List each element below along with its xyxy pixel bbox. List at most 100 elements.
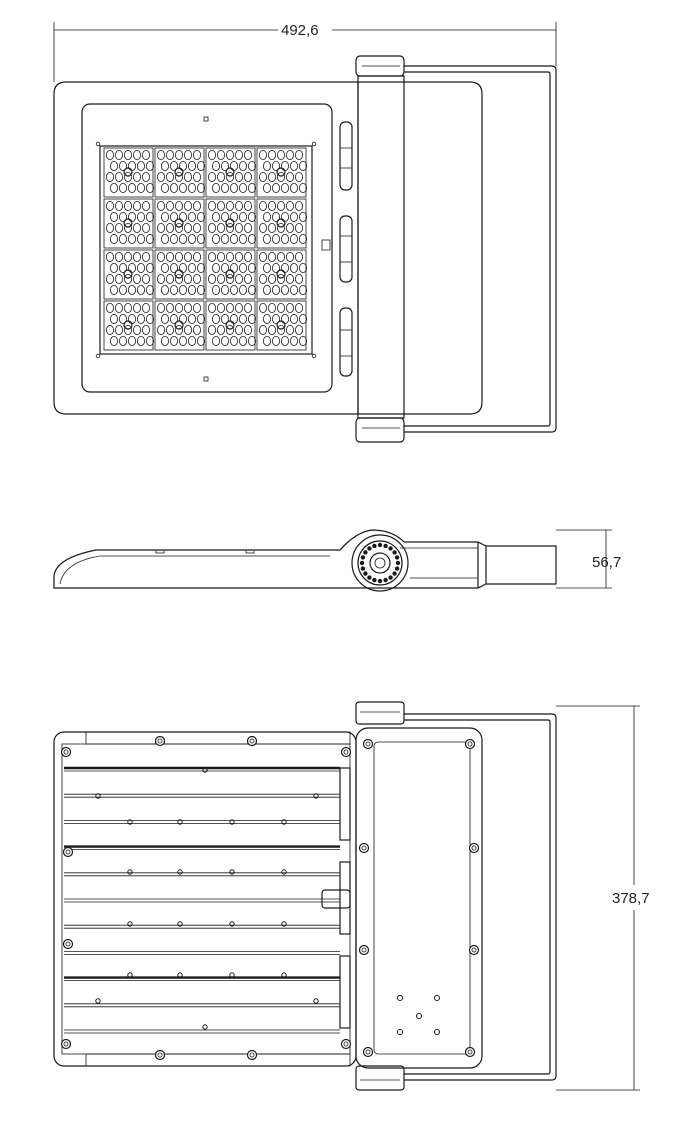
- knuckle-tooth: [360, 566, 366, 571]
- led-lens: [294, 273, 303, 284]
- fin-dot: [95, 998, 101, 1004]
- led-lens: [136, 160, 145, 171]
- led-lens: [243, 251, 252, 262]
- led-lens: [276, 324, 285, 335]
- led-lens: [243, 222, 252, 233]
- fin-dot: [127, 921, 133, 927]
- led-lens: [174, 273, 183, 284]
- led-lens: [280, 182, 289, 193]
- led-lens: [211, 233, 220, 244]
- led-lens: [106, 171, 115, 182]
- led-lens: [285, 273, 294, 284]
- led-lens: [110, 233, 119, 244]
- led-lens: [220, 233, 229, 244]
- led-lens: [165, 149, 174, 160]
- led-lens: [234, 149, 243, 160]
- module-screw: [225, 269, 235, 279]
- led-lens: [165, 171, 174, 182]
- led-lens: [289, 233, 298, 244]
- led-lens: [119, 160, 128, 171]
- led-lens: [280, 335, 289, 346]
- led-lens: [289, 284, 298, 295]
- led-lens: [243, 149, 252, 160]
- led-lens: [267, 149, 276, 160]
- knuckle-tooth: [363, 550, 368, 555]
- led-lens: [160, 211, 169, 222]
- led-lens: [216, 302, 225, 313]
- led-lens: [225, 251, 234, 262]
- module-screw: [225, 218, 235, 228]
- led-lens: [178, 262, 187, 273]
- module-screw: [276, 218, 286, 228]
- led-lens: [183, 149, 192, 160]
- led-lens: [119, 313, 128, 324]
- led-lens: [294, 171, 303, 182]
- led-lens: [160, 262, 169, 273]
- led-lens: [258, 149, 267, 160]
- led-lens: [267, 251, 276, 262]
- led-lens: [211, 262, 220, 273]
- led-lens: [211, 284, 220, 295]
- led-lens: [298, 284, 307, 295]
- led-lens: [229, 160, 238, 171]
- knuckle-tooth: [377, 578, 383, 584]
- led-lens: [294, 149, 303, 160]
- led-lens: [234, 324, 243, 335]
- led-module: [154, 198, 205, 249]
- led-lens: [207, 200, 216, 211]
- screw: [60, 746, 72, 758]
- led-lens: [106, 149, 115, 160]
- led-lens: [207, 324, 216, 335]
- led-lens: [156, 302, 165, 313]
- led-lens: [115, 273, 124, 284]
- led-lens: [136, 233, 145, 244]
- led-lens: [262, 211, 271, 222]
- fin-dot: [127, 819, 133, 825]
- led-lens: [258, 324, 267, 335]
- led-lens: [196, 262, 205, 273]
- led-lens: [267, 324, 276, 335]
- led-lens: [145, 233, 154, 244]
- screw: [468, 842, 480, 854]
- screw: [340, 1038, 352, 1050]
- led-lens: [106, 200, 115, 211]
- led-lens: [289, 160, 298, 171]
- led-lens: [124, 302, 133, 313]
- knuckle-tooth: [367, 575, 372, 580]
- knuckle-tooth: [372, 543, 377, 549]
- led-lens: [258, 273, 267, 284]
- led-lens: [174, 251, 183, 262]
- led-lens: [229, 211, 238, 222]
- fin-dot: [281, 921, 287, 927]
- led-lens: [220, 160, 229, 171]
- led-lens: [247, 160, 256, 171]
- length-dimension-label: 378,7: [612, 890, 650, 907]
- led-lens: [106, 251, 115, 262]
- led-lens: [285, 149, 294, 160]
- led-lens: [110, 262, 119, 273]
- led-lens: [234, 222, 243, 233]
- knuckle-tooth: [388, 575, 393, 580]
- led-lens: [234, 273, 243, 284]
- fin-dot: [229, 819, 235, 825]
- led-lens: [132, 222, 141, 233]
- led-module: [256, 300, 307, 351]
- knuckle-tooth: [360, 555, 366, 560]
- led-lens: [106, 273, 115, 284]
- led-lens: [124, 171, 133, 182]
- module-screw: [174, 320, 184, 330]
- led-lens: [145, 182, 154, 193]
- bottom-view: 378,7: [53, 701, 650, 1091]
- led-lens: [262, 335, 271, 346]
- led-lens: [229, 182, 238, 193]
- led-lens: [238, 211, 247, 222]
- module-screw: [174, 167, 184, 177]
- led-lens: [165, 222, 174, 233]
- led-lens: [207, 302, 216, 313]
- led-lens: [156, 324, 165, 335]
- led-array: [99, 145, 313, 355]
- led-lens: [298, 211, 307, 222]
- knuckle-tooth: [394, 555, 400, 560]
- led-lens: [267, 302, 276, 313]
- knuckle-tooth: [394, 566, 400, 571]
